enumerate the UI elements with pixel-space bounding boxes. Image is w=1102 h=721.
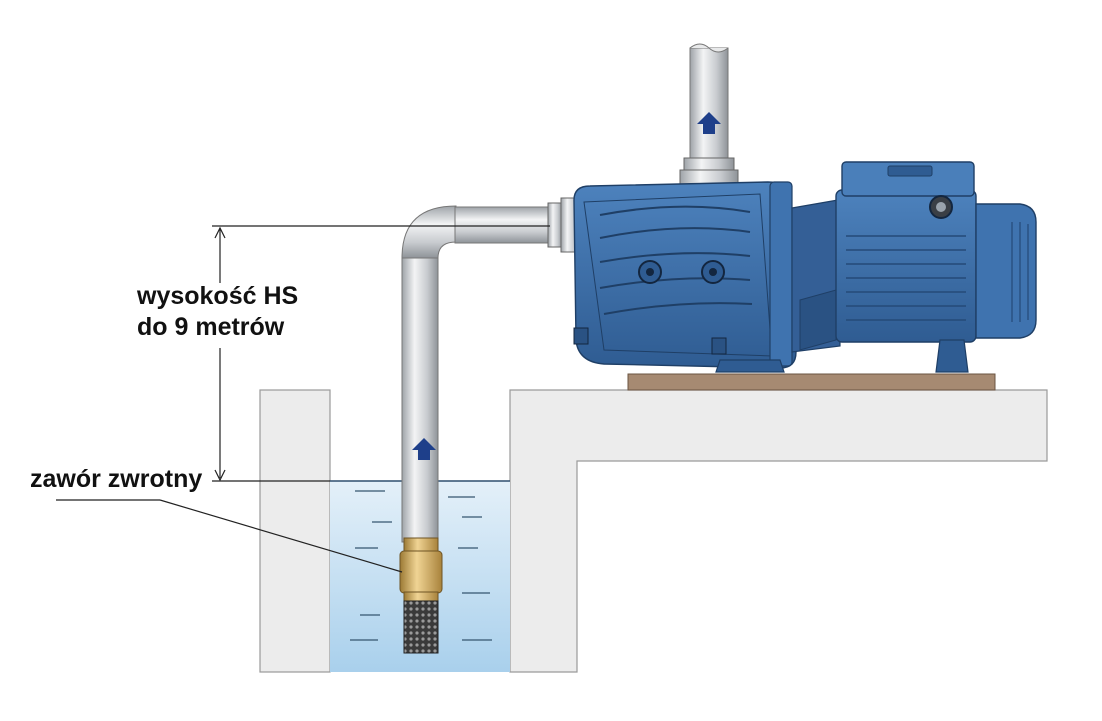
valve-label: zawór zwrotny [30, 465, 203, 493]
check-valve [399, 537, 443, 654]
arrow-up-icon [697, 112, 721, 134]
height-dimension [212, 225, 550, 482]
suction-pipe [401, 197, 580, 543]
valve-leader [56, 499, 403, 573]
pump-base [627, 373, 996, 391]
height-label-line1: wysokość HS [137, 282, 299, 310]
pump [573, 161, 1037, 373]
arrow-up-icon [412, 438, 436, 460]
discharge-pipe [679, 43, 739, 187]
concrete-structure [259, 389, 1048, 673]
height-label-line2: do 9 metrów [137, 313, 285, 341]
